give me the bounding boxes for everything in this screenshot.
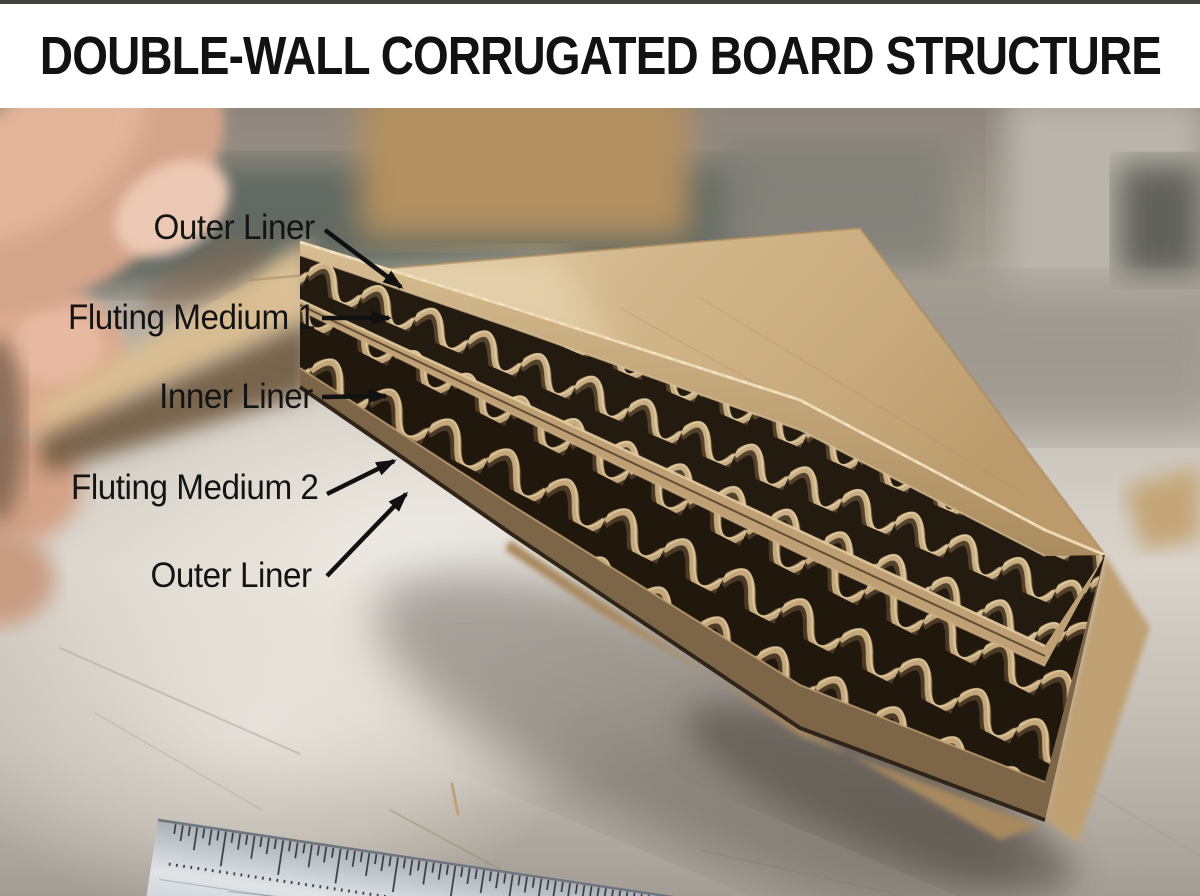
label-outer-liner-bottom: Outer Liner: [150, 556, 313, 595]
photo-region: 1 Outer Liner Fluting Medium 1 Inner Lin…: [0, 108, 1200, 896]
fluting-medium-1-layer: [299, 254, 1105, 646]
board-shadow: [375, 570, 1075, 896]
board-left-blurred-edge: [40, 238, 310, 473]
photo-scene: 1: [0, 108, 1200, 896]
outer-liner-bottom-layer: [298, 367, 1105, 822]
fluting-medium-2-layer: [299, 309, 1105, 782]
inner-liner-layer: [299, 298, 1105, 666]
steel-ruler: 1: [138, 818, 752, 896]
label-outer-liner-top: Outer Liner: [153, 208, 316, 247]
arrow-inner-liner: [321, 389, 390, 404]
board-torn-right-edge: [505, 540, 1150, 843]
title-bar: DOUBLE-WALL CORRUGATED BOARD STRUCTURE: [0, 4, 1200, 108]
annotation-arrows: [321, 228, 409, 578]
page-title: DOUBLE-WALL CORRUGATED BOARD STRUCTURE: [39, 26, 1161, 86]
arrow-outer-liner-top: [323, 228, 404, 289]
hand-thumb: [0, 108, 268, 315]
cardboard-edge-layers: [298, 240, 1106, 822]
thumbnail: [114, 159, 230, 257]
label-fluting-medium-1: Fluting Medium 1: [67, 298, 316, 337]
ruler-ticks: [167, 823, 748, 896]
arrow-outer-liner-bottom: [325, 491, 409, 578]
label-inner-liner: Inner Liner: [159, 377, 313, 416]
label-fluting-medium-2: Fluting Medium 2: [70, 468, 319, 507]
ruler-number: 1: [356, 891, 393, 896]
top-border-line: [0, 0, 1200, 4]
arrow-fluting-medium-2: [326, 458, 397, 497]
